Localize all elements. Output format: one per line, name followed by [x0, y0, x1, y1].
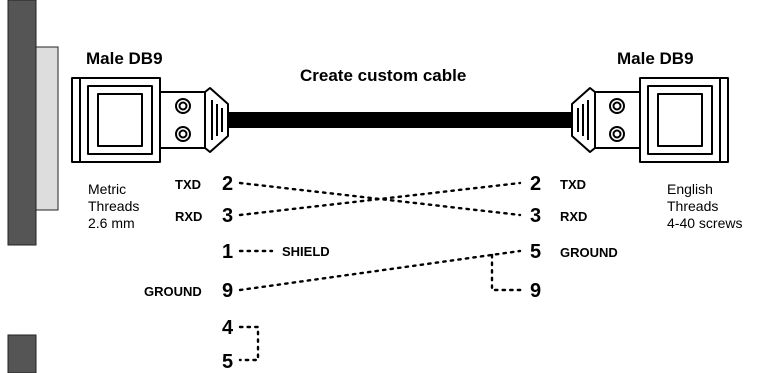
- left-connector-plug: [97, 93, 143, 147]
- left-connector-flange: [159, 91, 206, 149]
- left-pin-number: 2: [222, 173, 233, 195]
- left-panel-bottom: [7, 334, 37, 373]
- left-panel-port: [35, 46, 59, 211]
- right-pin-number: 2: [530, 173, 541, 195]
- right-screw-bottom-inner: [612, 129, 622, 139]
- cable-body: [227, 112, 572, 128]
- shield-note: SHIELD: [282, 244, 330, 259]
- right-db9-connector: [571, 77, 729, 163]
- left-thread-line-2: Threads: [88, 198, 139, 214]
- left-pin-number: 1: [222, 241, 233, 263]
- left-pin-signal: TXD: [175, 177, 201, 192]
- right-connector-shell: [639, 77, 721, 163]
- right-thread-line-2: Threads: [667, 198, 718, 214]
- right-thread-line-3: 4-40 screws: [667, 215, 742, 231]
- left-screw-bottom-inner: [178, 129, 188, 139]
- right-connector-plug: [657, 93, 703, 147]
- left-pin-signal: GROUND: [144, 284, 202, 299]
- right-pin-number: 9: [530, 280, 541, 302]
- left-screw-bottom: [175, 126, 191, 142]
- wire-rxd-to-txd: [238, 181, 522, 217]
- left-pin-number: 4: [222, 317, 234, 339]
- left-connector-label: Male DB9: [86, 49, 163, 68]
- wire-txd-to-rxd: [238, 181, 522, 217]
- right-pin-signal: RXD: [560, 209, 587, 224]
- left-pin-number: 3: [222, 205, 233, 227]
- right-screw-top-inner: [612, 101, 622, 111]
- right-connector-inner: [647, 85, 713, 155]
- left-connector-lip: [71, 77, 80, 163]
- right-pin-number: 5: [530, 241, 541, 263]
- right-pin-signal: TXD: [560, 177, 586, 192]
- left-connector-inner: [87, 85, 153, 155]
- right-screw-bottom: [609, 126, 625, 142]
- right-thread-line-1: English: [667, 181, 713, 197]
- left-panel-top: [8, 0, 36, 245]
- diagram-title: Create custom cable: [300, 66, 466, 85]
- left-thread-line-1: Metric: [88, 181, 126, 197]
- wire-left-4-to-5: [238, 325, 260, 362]
- left-pin-number: 9: [222, 280, 233, 302]
- left-thread-line-3: 2.6 mm: [88, 215, 135, 231]
- right-screw-top: [609, 98, 625, 114]
- right-pin-number: 3: [530, 205, 541, 227]
- left-connector-shell: [79, 77, 161, 163]
- wire-right-5-to-9: [490, 253, 524, 292]
- right-pin-signal: GROUND: [560, 245, 618, 260]
- right-connector-lip: [720, 77, 729, 163]
- right-connector-flange: [594, 91, 641, 149]
- left-db9-connector: [71, 77, 229, 163]
- wire-ground: [238, 249, 522, 292]
- left-screw-top-inner: [178, 101, 188, 111]
- left-pin-signal: RXD: [175, 209, 202, 224]
- left-screw-top: [175, 98, 191, 114]
- right-connector-label: Male DB9: [617, 49, 694, 68]
- wires: [238, 181, 524, 362]
- left-pin-number: 5: [222, 351, 233, 373]
